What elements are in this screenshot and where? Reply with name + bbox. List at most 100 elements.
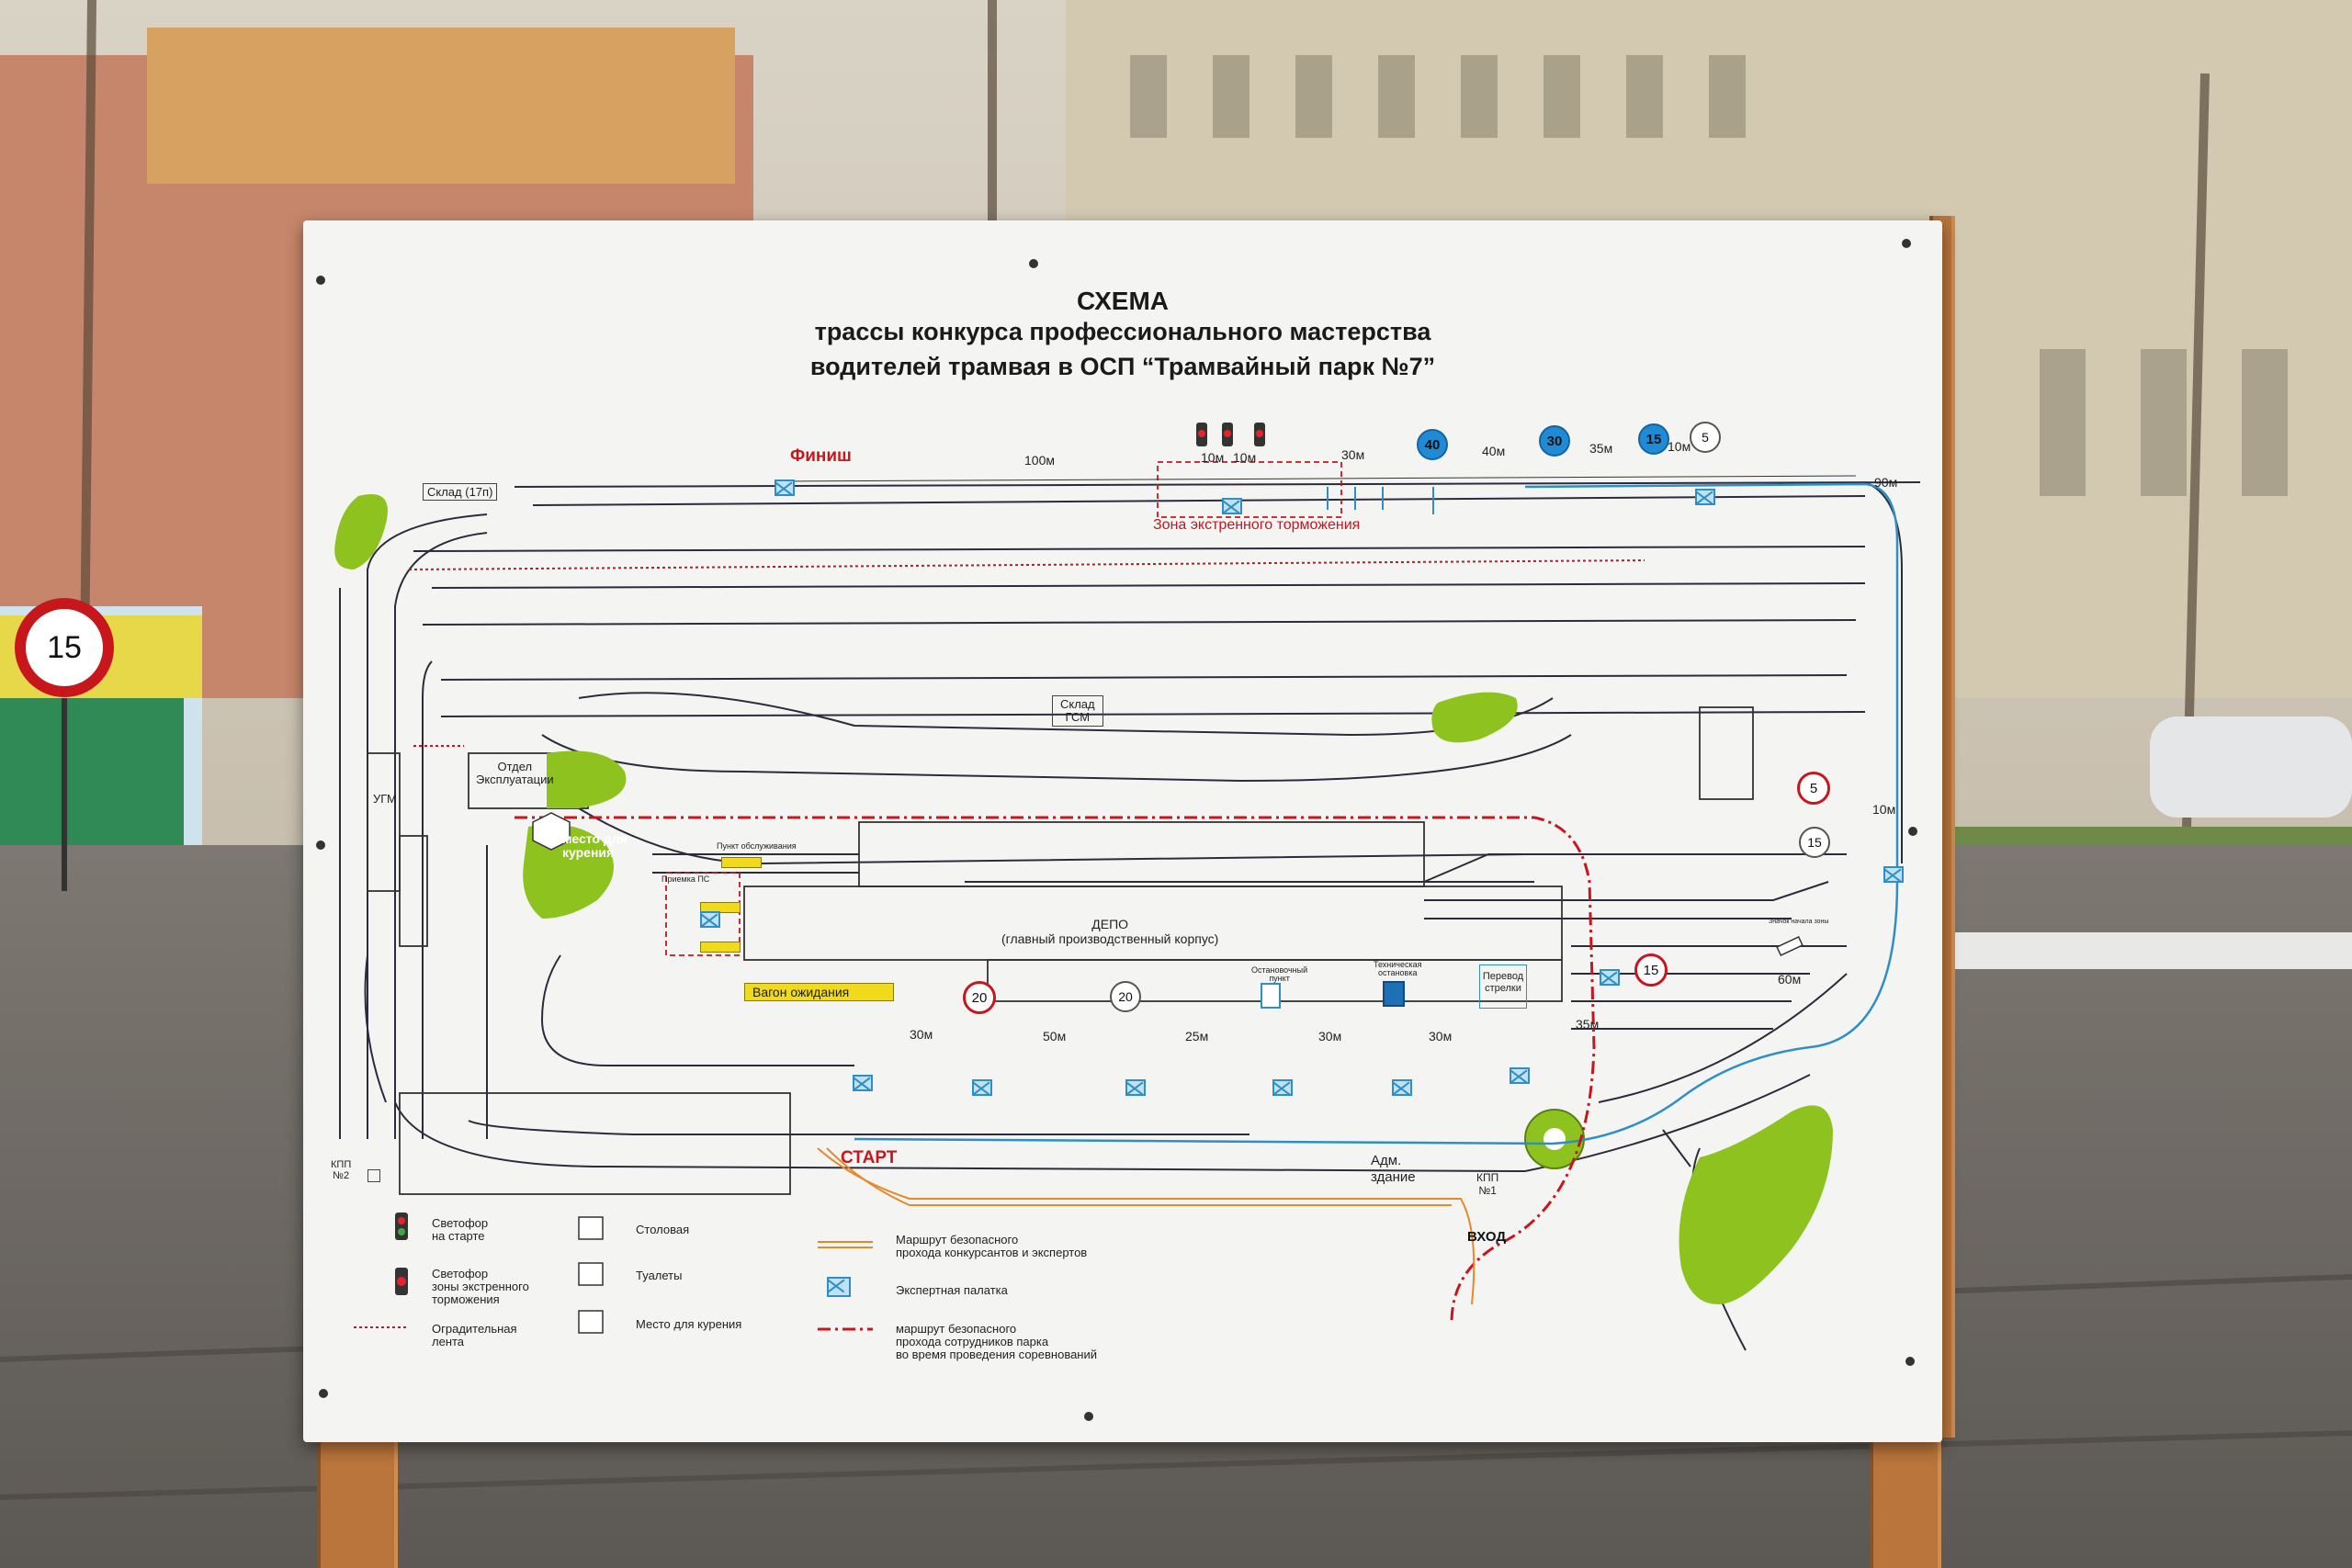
expert-tent-icon [1222,498,1242,514]
tech-stop-label: Техническая остановка [1374,961,1422,977]
legend-route-safe-line2: прохода конкурсантов и экспертов [896,1246,1088,1259]
bolt [1084,1412,1093,1421]
right-post [1870,1428,1941,1568]
tech-stop-sign [1383,981,1405,1007]
distance-label: 90м [1874,475,1898,490]
speed-sign-15-end: 15 [1799,827,1830,858]
distance-label: 40м [1482,444,1506,458]
ops-dept-line2: Эксплуатации [476,773,554,786]
speed-sign-30: 30 [1539,425,1570,457]
expert-tent-icon [700,911,720,928]
distance-label: 35м [1589,441,1613,456]
depot-line1: ДЕПО [1091,917,1129,931]
expert-tent-icon [775,479,795,496]
switch-label: Перевод стрелки [1479,964,1527,1009]
tech-stop-line1: Техническая [1374,960,1422,969]
bolt [1908,827,1917,836]
speed-sign-5: 5 [1797,772,1830,805]
service-car-3 [700,942,741,953]
distance-label: 10м [1233,450,1257,465]
service-point-label: Пункт обслуживания [717,841,797,851]
service-car-1 [721,857,762,868]
legend-tent-icon [827,1277,851,1297]
depot-line2: (главный производственный корпус) [1001,931,1219,946]
kpp2-line2: №2 [333,1170,350,1181]
distance-label: 100м [1024,453,1055,468]
expert-tent-icon [1510,1067,1530,1084]
expert-tent-icon [1272,1079,1293,1096]
distance-label: 10м [1201,450,1225,465]
waiting-car-label: Вагон ожидания [744,983,894,1001]
legend-signal-zone-line2: зоны экстренного [432,1280,529,1293]
switch-line1: Перевод [1482,971,1524,982]
bolt [1029,259,1038,268]
track-diagram [334,423,1921,1351]
speed-sign-5-end: 5 [1690,422,1721,453]
stop-point-sign [1261,983,1281,1009]
distance-label: 35м [1576,1017,1600,1032]
legend-route-staff-line1: маршрут безопасного [896,1322,1017,1336]
warehouse-gsm-label: Склад ГСМ [1052,695,1103,727]
legend-signal-start-line2: на старте [432,1229,485,1243]
legend-smoking: Место для курения [636,1317,742,1331]
finish-label: Финиш [790,446,852,466]
ops-dept-label: Отдел Эксплуатации [476,761,554,786]
distance-label: 50м [1043,1029,1067,1043]
distance-label: 30м [1318,1029,1342,1043]
ps-acceptance-label: Приемка ПС [662,874,710,884]
speed-sign-15-blue: 15 [1638,423,1669,455]
kpp1-line2: №1 [1478,1184,1497,1197]
legend-signal-start-line1: Светофор [432,1216,489,1230]
stop-point-label: Остановочный пункт [1251,966,1307,983]
warehouse-17-label: Склад (17п) [423,483,498,501]
distance-label: 10м [1668,439,1691,454]
expert-tent-icon [1392,1079,1412,1096]
stop-point-line1: Остановочный [1251,965,1308,975]
warehouse-gsm-line1: Склад [1060,697,1095,711]
legend-route-safe: Маршрут безопасного прохода конкурсантов… [896,1234,1087,1259]
legend-expert-tent: Экспертная палатка [896,1283,1008,1297]
kpp2-line1: КПП [331,1159,352,1170]
expert-tent-icon [972,1079,992,1096]
smoking-place-label: место для курения [562,832,628,860]
switch-line2: стрелки [1485,983,1521,994]
switch-small-label: Значок начала зоны [1769,919,1829,925]
distance-label: 25м [1185,1029,1209,1043]
scheme-subtitle-1: трассы конкурса профессионального мастер… [814,318,1431,345]
adm-line1: Адм. [1371,1153,1402,1168]
ops-dept-line1: Отдел [497,760,533,773]
bolt [1902,239,1911,248]
expert-tent-icon [1695,489,1715,505]
scheme-subtitle-2: водителей трамвая в ОСП “Трамвайный парк… [809,353,1436,380]
distance-label: 30м [910,1027,933,1042]
entrance-label: ВХОД [1467,1229,1507,1245]
legend-route-staff: маршрут безопасного прохода сотрудников … [896,1323,1097,1361]
legend-signal-zone-line1: Светофор [432,1267,489,1280]
smoking-place-line2: курения [562,845,615,860]
emergency-zone-label: Зона экстренного торможения [1153,517,1361,533]
legend-signal-start: Светофор на старте [432,1217,488,1243]
distance-label: 60м [1778,972,1802,987]
distance-label: 10м [1872,802,1896,817]
adm-line2: здание [1371,1169,1416,1185]
kpp1-line1: КПП [1476,1171,1499,1184]
distance-label: 30м [1341,447,1365,462]
expert-tent-icon [853,1075,873,1091]
expert-tent-icon [1125,1079,1146,1096]
kpp2-booth [368,1169,380,1182]
service-car-2 [700,902,741,913]
bolt [316,276,325,285]
scheme-title: СХЕМА [1076,287,1170,315]
bolt [1905,1357,1915,1366]
bolt [316,840,325,850]
expert-tent-icon [1883,866,1904,883]
smoking-place-line1: место для [562,831,628,846]
legend-route-safe-line1: Маршрут безопасного [896,1233,1019,1247]
speed-sign-40: 40 [1417,429,1448,460]
stop-point-line2: пункт [1269,974,1290,983]
warehouse-gsm-line2: ГСМ [1065,710,1091,724]
bolt [319,1389,328,1398]
depot-label: ДЕПО (главный производственный корпус) [1001,917,1218,946]
legend-canteen: Столовая [636,1223,690,1236]
legend-route-staff-line3: во время проведения соревнований [896,1348,1098,1361]
